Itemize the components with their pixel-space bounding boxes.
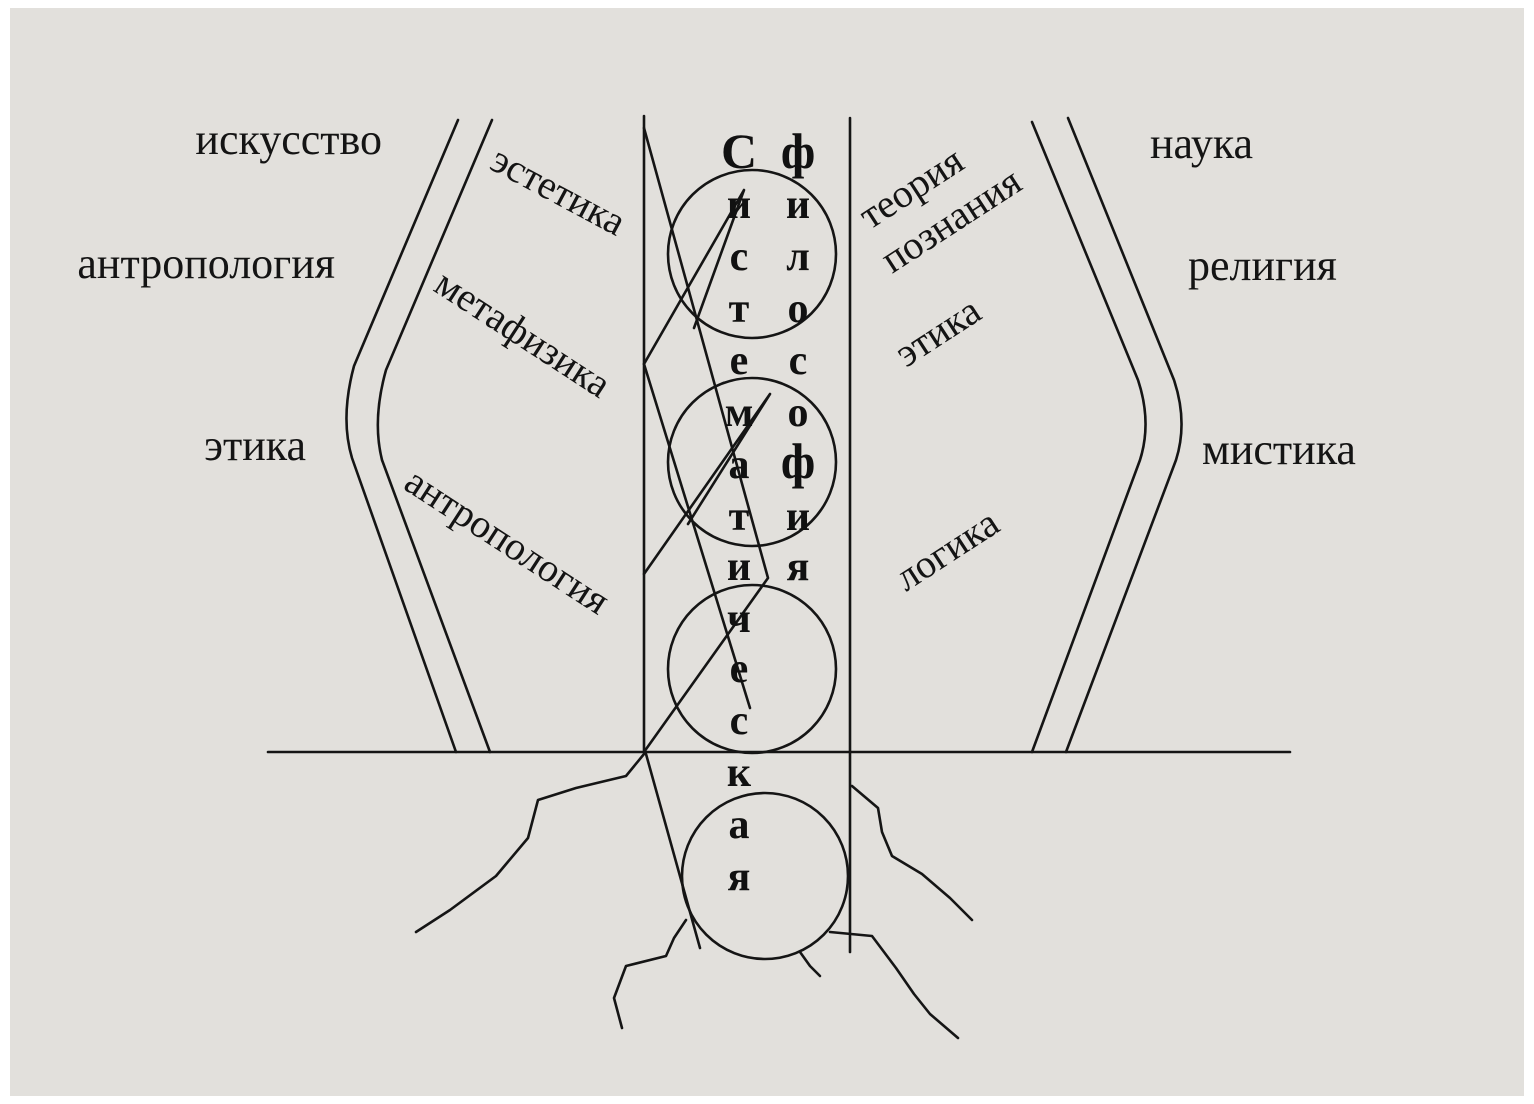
root-right-upper xyxy=(852,786,972,920)
root-left-far xyxy=(416,754,644,932)
outer-left-label: этика xyxy=(204,421,306,470)
outer-left-label: антропология xyxy=(77,239,335,288)
trunk-circle-4 xyxy=(682,793,848,959)
trunk-letter: и xyxy=(727,544,751,590)
trunk-letter: е xyxy=(730,338,749,384)
trunk-letter: с xyxy=(730,698,749,744)
left-inner-bar xyxy=(378,120,492,752)
right-outer-bar xyxy=(1066,118,1182,752)
trunk-letter: ч xyxy=(727,596,751,642)
trunk-circle-3 xyxy=(668,585,836,753)
right-inner-bar xyxy=(1032,122,1146,752)
trunk-letter: к xyxy=(727,750,752,796)
trunk-letter: е xyxy=(730,646,749,692)
trunk-letter: и xyxy=(786,182,810,228)
trunk-letter: ф xyxy=(781,433,816,489)
trunk-letter: а xyxy=(729,802,750,848)
outer-right-label: мистика xyxy=(1202,425,1356,474)
branch-left-label: метафизика xyxy=(427,260,619,407)
branch-left-label: антропология xyxy=(397,458,618,623)
trunk-letter: т xyxy=(729,494,750,540)
trunk-letter: и xyxy=(786,494,810,540)
trunk-cross-line-e xyxy=(646,754,700,948)
left-outer-bar xyxy=(346,120,458,752)
trunk-letter: я xyxy=(728,854,751,900)
philosophy-tree-diagram: искусство антропология этика наука религ… xyxy=(10,8,1524,1096)
trunk-letter: С xyxy=(721,123,757,179)
trunk-letter: л xyxy=(786,234,810,280)
branch-right-label: логика xyxy=(886,499,1007,599)
trunk-letter: о xyxy=(788,390,809,436)
diagram-canvas: искусство антропология этика наука религ… xyxy=(10,8,1524,1096)
outer-right-label: религия xyxy=(1188,241,1337,290)
outer-left-label: искусство xyxy=(195,115,382,164)
trunk-letter: ф xyxy=(781,123,816,179)
root-right-short xyxy=(800,952,820,976)
trunk-letter: с xyxy=(789,338,808,384)
trunk-letter: и xyxy=(727,182,751,228)
trunk-letter: с xyxy=(730,234,749,280)
outer-right-label: наука xyxy=(1150,119,1253,168)
branch-left-label: эстетика xyxy=(484,136,634,244)
root-left-near xyxy=(614,920,686,1028)
trunk-letter: м xyxy=(725,390,754,436)
trunk-letter: т xyxy=(729,286,750,332)
trunk-circle-1 xyxy=(668,170,836,338)
branch-right-label: этика xyxy=(886,287,988,375)
trunk-letter: о xyxy=(788,286,809,332)
trunk-letter: а xyxy=(729,442,750,488)
trunk-letter: я xyxy=(787,544,810,590)
